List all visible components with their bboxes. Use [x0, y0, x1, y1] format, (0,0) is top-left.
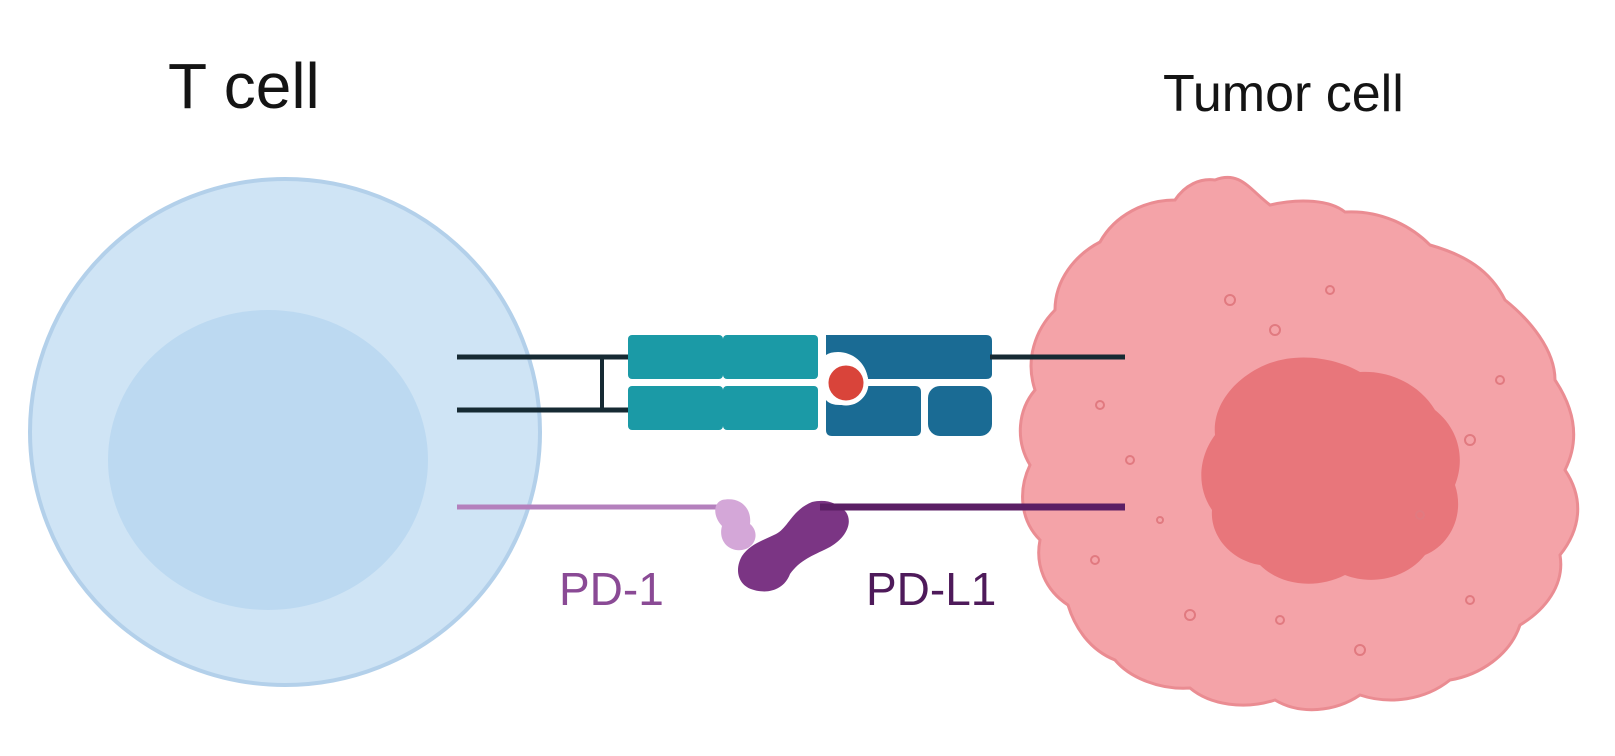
antigen-peptide — [823, 360, 869, 406]
t-cell-label: T cell — [168, 50, 320, 122]
tcr-beta-chain-2 — [723, 386, 818, 430]
pd1-receptor — [715, 499, 756, 551]
pdl1-ligand — [738, 500, 849, 592]
tcr-beta-chain-1 — [628, 386, 723, 430]
mhc-bottom-left — [826, 386, 921, 436]
t-cell-nucleus — [108, 310, 428, 610]
tumor-vesicles — [1090, 285, 1505, 656]
tcr-alpha-chain-1 — [628, 335, 723, 379]
mhc-bottom-right — [928, 386, 992, 436]
tumor-nucleus — [1201, 357, 1460, 584]
t-cell — [28, 177, 542, 687]
pd1-pdl1-binding — [457, 499, 1125, 592]
tcr-mhc-complex — [457, 335, 1125, 436]
mhc-top — [826, 335, 992, 379]
tumor-cell — [1018, 175, 1580, 712]
pd1-label: PD-1 — [559, 563, 664, 615]
tumor-cell-label: Tumor cell — [1163, 65, 1404, 123]
tcr-alpha-chain-2 — [723, 335, 818, 379]
pdl1-label: PD-L1 — [866, 563, 996, 615]
